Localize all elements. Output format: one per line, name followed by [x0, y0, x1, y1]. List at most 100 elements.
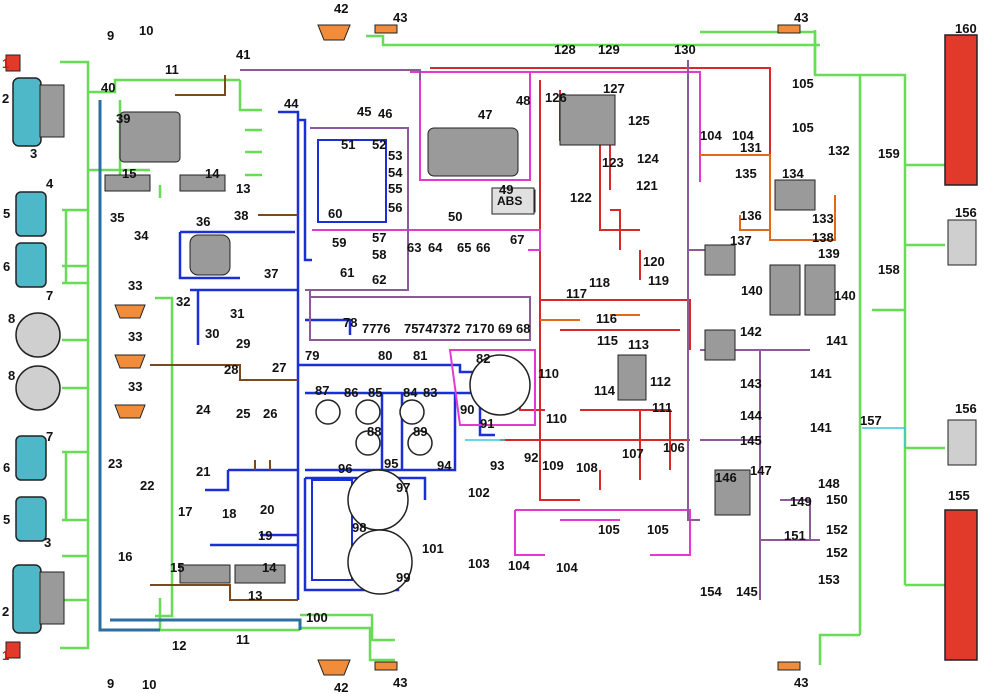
label-160: 160	[955, 21, 977, 36]
label-150: 150	[826, 492, 848, 507]
label-156-a: 156	[955, 205, 977, 220]
headlamp-left-bottom	[12, 564, 65, 634]
label-13-top: 13	[236, 181, 250, 196]
label-5-top: 5	[3, 206, 10, 221]
label-108: 108	[576, 460, 598, 475]
label-29: 29	[236, 336, 250, 351]
label-52: 52	[372, 137, 386, 152]
label-4: 4	[46, 176, 54, 191]
label-12: 12	[172, 638, 186, 653]
label-91: 91	[480, 416, 494, 431]
label-7-top: 7	[46, 288, 53, 303]
label-43-bottom-left: 43	[393, 675, 407, 690]
label-139: 139	[818, 246, 840, 261]
label-26: 26	[263, 406, 277, 421]
label-6-bottom: 6	[3, 460, 10, 475]
label-114: 114	[594, 383, 616, 398]
label-62: 62	[372, 272, 386, 287]
label-101: 101	[422, 541, 444, 556]
label-136: 136	[740, 208, 762, 223]
label-16: 16	[118, 549, 132, 564]
rear-lamps	[944, 34, 978, 661]
label-3-bottom: 3	[44, 535, 51, 550]
label-104-a: 104	[508, 558, 530, 573]
label-61: 61	[340, 265, 354, 280]
label-54: 54	[388, 165, 403, 180]
label-32: 32	[176, 294, 190, 309]
label-66: 66	[476, 240, 490, 255]
label-71: 71	[465, 321, 479, 336]
label-2-top: 2	[2, 91, 9, 106]
label-157: 157	[860, 413, 882, 428]
small-markers	[374, 24, 801, 671]
label-154: 154	[700, 584, 722, 599]
label-47: 47	[478, 107, 492, 122]
label-88: 88	[367, 424, 381, 439]
label-43-bottom-right: 43	[794, 675, 808, 690]
harness-green	[60, 30, 945, 665]
label-27: 27	[272, 360, 286, 375]
label-141-a: 141	[826, 333, 848, 348]
label-48: 48	[516, 93, 530, 108]
label-17: 17	[178, 504, 192, 519]
label-10-top: 10	[139, 23, 153, 38]
label-89: 89	[413, 424, 427, 439]
label-70: 70	[480, 321, 494, 336]
starter-and-relays	[427, 94, 647, 401]
label-75: 75	[404, 321, 418, 336]
label-155: 155	[948, 488, 970, 503]
label-129: 129	[598, 42, 620, 57]
label-159: 159	[878, 146, 900, 161]
label-37: 37	[264, 266, 278, 281]
label-6-top: 6	[3, 259, 10, 274]
label-158: 158	[878, 262, 900, 277]
label-40: 40	[101, 80, 115, 95]
label-125: 125	[628, 113, 650, 128]
label-20: 20	[260, 502, 274, 517]
label-141-b: 141	[810, 366, 832, 381]
label-112: 112	[650, 374, 671, 389]
label-11-top: 11	[165, 62, 179, 77]
label-151: 151	[784, 528, 806, 543]
label-63: 63	[407, 240, 421, 255]
label-137: 137	[730, 233, 752, 248]
label-90: 90	[460, 402, 474, 417]
harness-orange	[540, 154, 836, 321]
label-51: 51	[341, 137, 355, 152]
label-79: 79	[305, 348, 319, 363]
label-13-bottom: 13	[248, 588, 262, 603]
label-58: 58	[372, 247, 386, 262]
label-120: 120	[643, 254, 665, 269]
label-10-bottom: 10	[142, 677, 156, 692]
label-134: 134	[782, 166, 804, 181]
label-33-c: 33	[128, 379, 142, 394]
label-41: 41	[236, 47, 250, 62]
label-9-top: 9	[107, 28, 114, 43]
label-53: 53	[388, 148, 402, 163]
horns	[15, 312, 61, 411]
label-87: 87	[315, 383, 329, 398]
label-105-b: 105	[647, 522, 669, 537]
label-15-top: 15	[122, 166, 136, 181]
label-30: 30	[205, 326, 219, 341]
harness-brown	[150, 75, 298, 601]
label-113: 113	[628, 337, 649, 352]
label-131: 131	[740, 140, 762, 155]
label-23: 23	[108, 456, 122, 471]
label-35: 35	[110, 210, 124, 225]
label-2-bottom: 2	[2, 604, 9, 619]
label-8-top: 8	[8, 311, 15, 326]
label-86: 86	[344, 385, 358, 400]
label-85: 85	[368, 385, 382, 400]
label-22: 22	[140, 478, 154, 493]
label-98: 98	[352, 520, 366, 535]
label-84: 84	[403, 385, 418, 400]
fog-lamps-left	[15, 191, 47, 542]
label-102: 102	[468, 485, 490, 500]
label-99: 99	[396, 570, 410, 585]
label-14-bottom: 14	[262, 560, 277, 575]
label-127: 127	[603, 81, 625, 96]
gauges	[315, 354, 531, 595]
